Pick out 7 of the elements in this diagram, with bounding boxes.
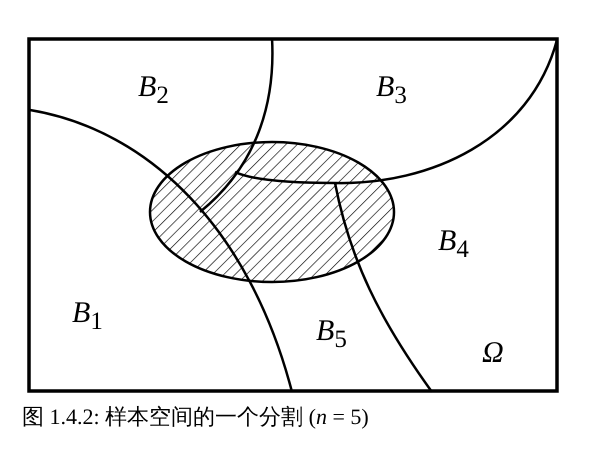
region-label: B$_{2}$ bbox=[138, 72, 169, 108]
region-label: B$_{3}$ bbox=[376, 72, 407, 108]
region-label: B$_{4}$ bbox=[438, 226, 469, 262]
figure-caption: 图 1.4.2: 样本空间的一个分割 (n = 5) bbox=[22, 404, 369, 430]
region-label: B$_{5}$ bbox=[316, 316, 347, 352]
region-label: B$_{1}$ bbox=[72, 298, 103, 334]
region-label: Ω bbox=[482, 338, 504, 368]
